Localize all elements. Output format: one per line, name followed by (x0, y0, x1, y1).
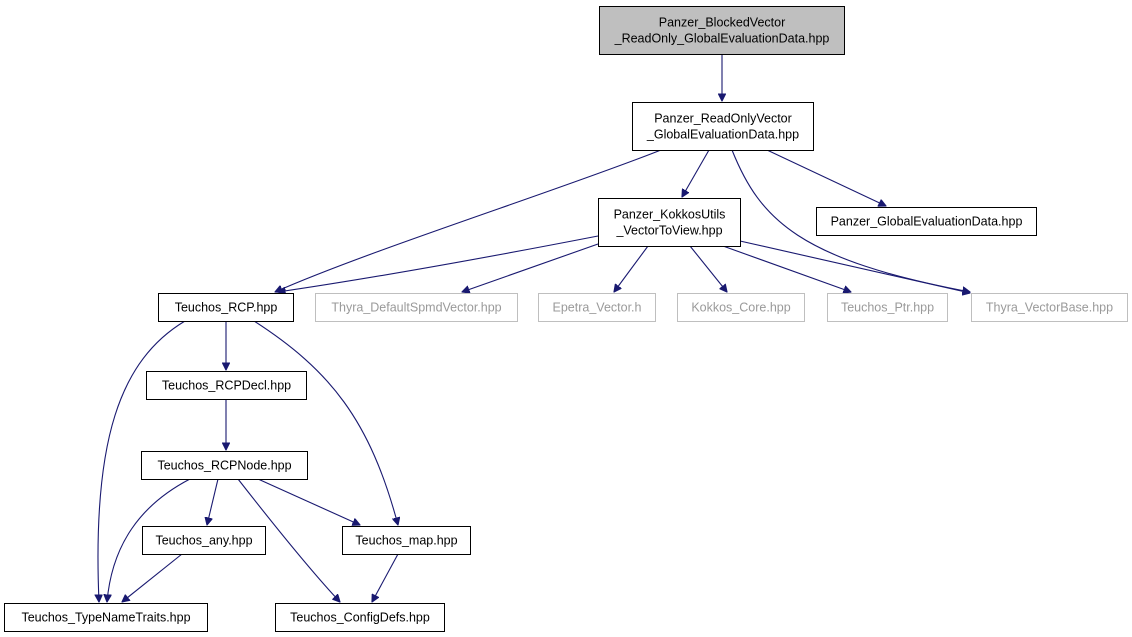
node-rcp[interactable]: Teuchos_RCP.hpp (158, 293, 294, 322)
node-label: Teuchos_TypeNameTraits.hpp (21, 611, 190, 625)
node-label: Panzer_ReadOnlyVector (654, 112, 792, 126)
edge-kokkosutils-to-thyra_spmd (462, 243, 599, 292)
node-rovec[interactable]: Panzer_ReadOnlyVector _GlobalEvaluationDa… (632, 102, 814, 151)
node-label: Teuchos_Ptr.hpp (841, 301, 934, 315)
node-label: Teuchos_RCPNode.hpp (157, 459, 291, 473)
node-map[interactable]: Teuchos_map.hpp (342, 526, 471, 555)
node-label: Panzer_BlockedVector (659, 16, 785, 30)
node-box (827, 293, 948, 322)
node-box (142, 526, 266, 555)
edge-rovec-to-globaleval (766, 149, 886, 206)
edge-kokkosutils-to-kokkos_core (689, 245, 727, 292)
node-teuchos_ptr[interactable]: Teuchos_Ptr.hpp (827, 293, 948, 322)
node-thyra_spmd[interactable]: Thyra_DefaultSpmdVector.hpp (315, 293, 518, 322)
node-box (971, 293, 1128, 322)
node-box (632, 102, 814, 151)
node-label: _GlobalEvaluationData.hpp (646, 128, 799, 142)
node-typenametraits[interactable]: Teuchos_TypeNameTraits.hpp (4, 603, 208, 632)
edge-kokkosutils-to-epetra (614, 245, 649, 292)
node-label: Thyra_DefaultSpmdVector.hpp (331, 301, 501, 315)
node-kokkosutils[interactable]: Panzer_KokkosUtils _VectorToView.hpp (598, 198, 741, 247)
edges-layer (98, 54, 970, 602)
node-label: Teuchos_RCPDecl.hpp (162, 379, 291, 393)
node-box (141, 451, 308, 480)
edge-rcpnode-to-typenametraits (107, 478, 191, 602)
node-label: Kokkos_Core.hpp (691, 301, 790, 315)
node-label: Teuchos_map.hpp (355, 534, 457, 548)
edge-rcpnode-to-configdefs (237, 478, 340, 602)
node-rcpdecl[interactable]: Teuchos_RCPDecl.hpp (146, 371, 307, 400)
node-label: Epetra_Vector.h (553, 301, 642, 315)
node-label: _VectorToView.hpp (615, 224, 722, 238)
edge-map-to-configdefs (372, 553, 399, 602)
edge-rcpnode-to-any (207, 478, 219, 525)
node-label: Teuchos_any.hpp (155, 534, 252, 548)
node-label: Panzer_GlobalEvaluationData.hpp (831, 215, 1023, 229)
edge-kokkosutils-to-teuchos_ptr (722, 245, 851, 292)
node-rcpnode[interactable]: Teuchos_RCPNode.hpp (141, 451, 308, 480)
node-globaleval[interactable]: Panzer_GlobalEvaluationData.hpp (816, 207, 1037, 236)
node-label: Thyra_VectorBase.hpp (986, 301, 1113, 315)
node-thyra_vb[interactable]: Thyra_VectorBase.hpp (971, 293, 1128, 322)
nodes-layer: Panzer_BlockedVector _ReadOnly_GlobalEval… (4, 6, 1128, 632)
edge-rcp-to-typenametraits (98, 320, 186, 602)
node-configdefs[interactable]: Teuchos_ConfigDefs.hpp (275, 603, 445, 632)
node-box (538, 293, 656, 322)
node-kokkos_core[interactable]: Kokkos_Core.hpp (677, 293, 805, 322)
node-box (816, 207, 1037, 236)
edge-rovec-to-rcp (275, 149, 662, 292)
edge-rovec-to-kokkosutils (682, 149, 710, 197)
edge-kokkosutils-to-rcp (278, 235, 599, 292)
node-box (677, 293, 805, 322)
node-label: Teuchos_RCP.hpp (175, 301, 278, 315)
node-box (4, 603, 208, 632)
edge-rcp-to-map (253, 320, 398, 525)
node-box (146, 371, 307, 400)
node-label: _ReadOnly_GlobalEvaluationData.hpp (614, 32, 830, 46)
node-epetra[interactable]: Epetra_Vector.h (538, 293, 656, 322)
node-label: Panzer_KokkosUtils (614, 208, 726, 222)
edge-kokkosutils-to-thyra_vb (739, 240, 970, 293)
node-box (158, 293, 294, 322)
node-box (342, 526, 471, 555)
edge-rcpnode-to-map (257, 478, 360, 525)
node-box (598, 198, 741, 247)
node-box (315, 293, 518, 322)
node-root[interactable]: Panzer_BlockedVector _ReadOnly_GlobalEval… (599, 6, 845, 55)
node-box (275, 603, 445, 632)
node-label: Teuchos_ConfigDefs.hpp (290, 611, 430, 625)
edge-any-to-typenametraits (122, 553, 183, 602)
node-box (599, 6, 845, 55)
node-any[interactable]: Teuchos_any.hpp (142, 526, 266, 555)
